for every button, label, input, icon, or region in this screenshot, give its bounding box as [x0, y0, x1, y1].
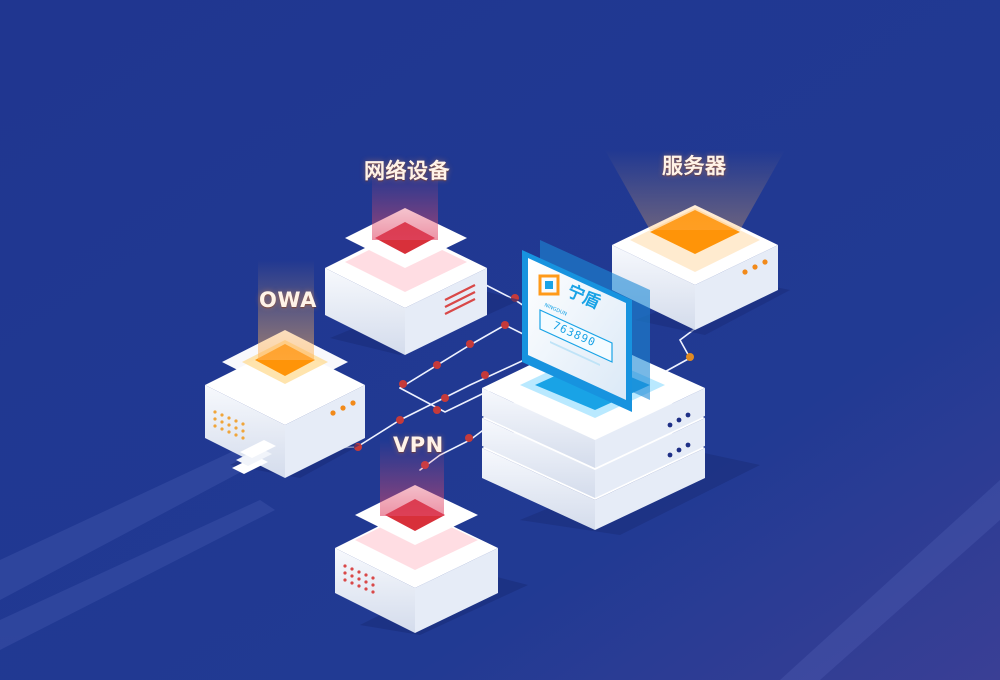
owa-device: [205, 260, 365, 478]
vpn-vent-dots: [343, 564, 375, 594]
label-vpn: VPN: [393, 433, 444, 457]
owa-vent-dots: [213, 410, 245, 440]
network-device: [325, 170, 520, 355]
server-device: [605, 150, 790, 335]
vpn-device: [335, 440, 528, 635]
label-server: 服务器: [662, 154, 727, 178]
network-device-slots: [444, 284, 476, 315]
label-network-device: 网络设备: [364, 159, 450, 183]
otp-monitor: 宁盾 NINGDUN 763890: [522, 240, 650, 412]
label-owa: OWA: [259, 288, 317, 312]
